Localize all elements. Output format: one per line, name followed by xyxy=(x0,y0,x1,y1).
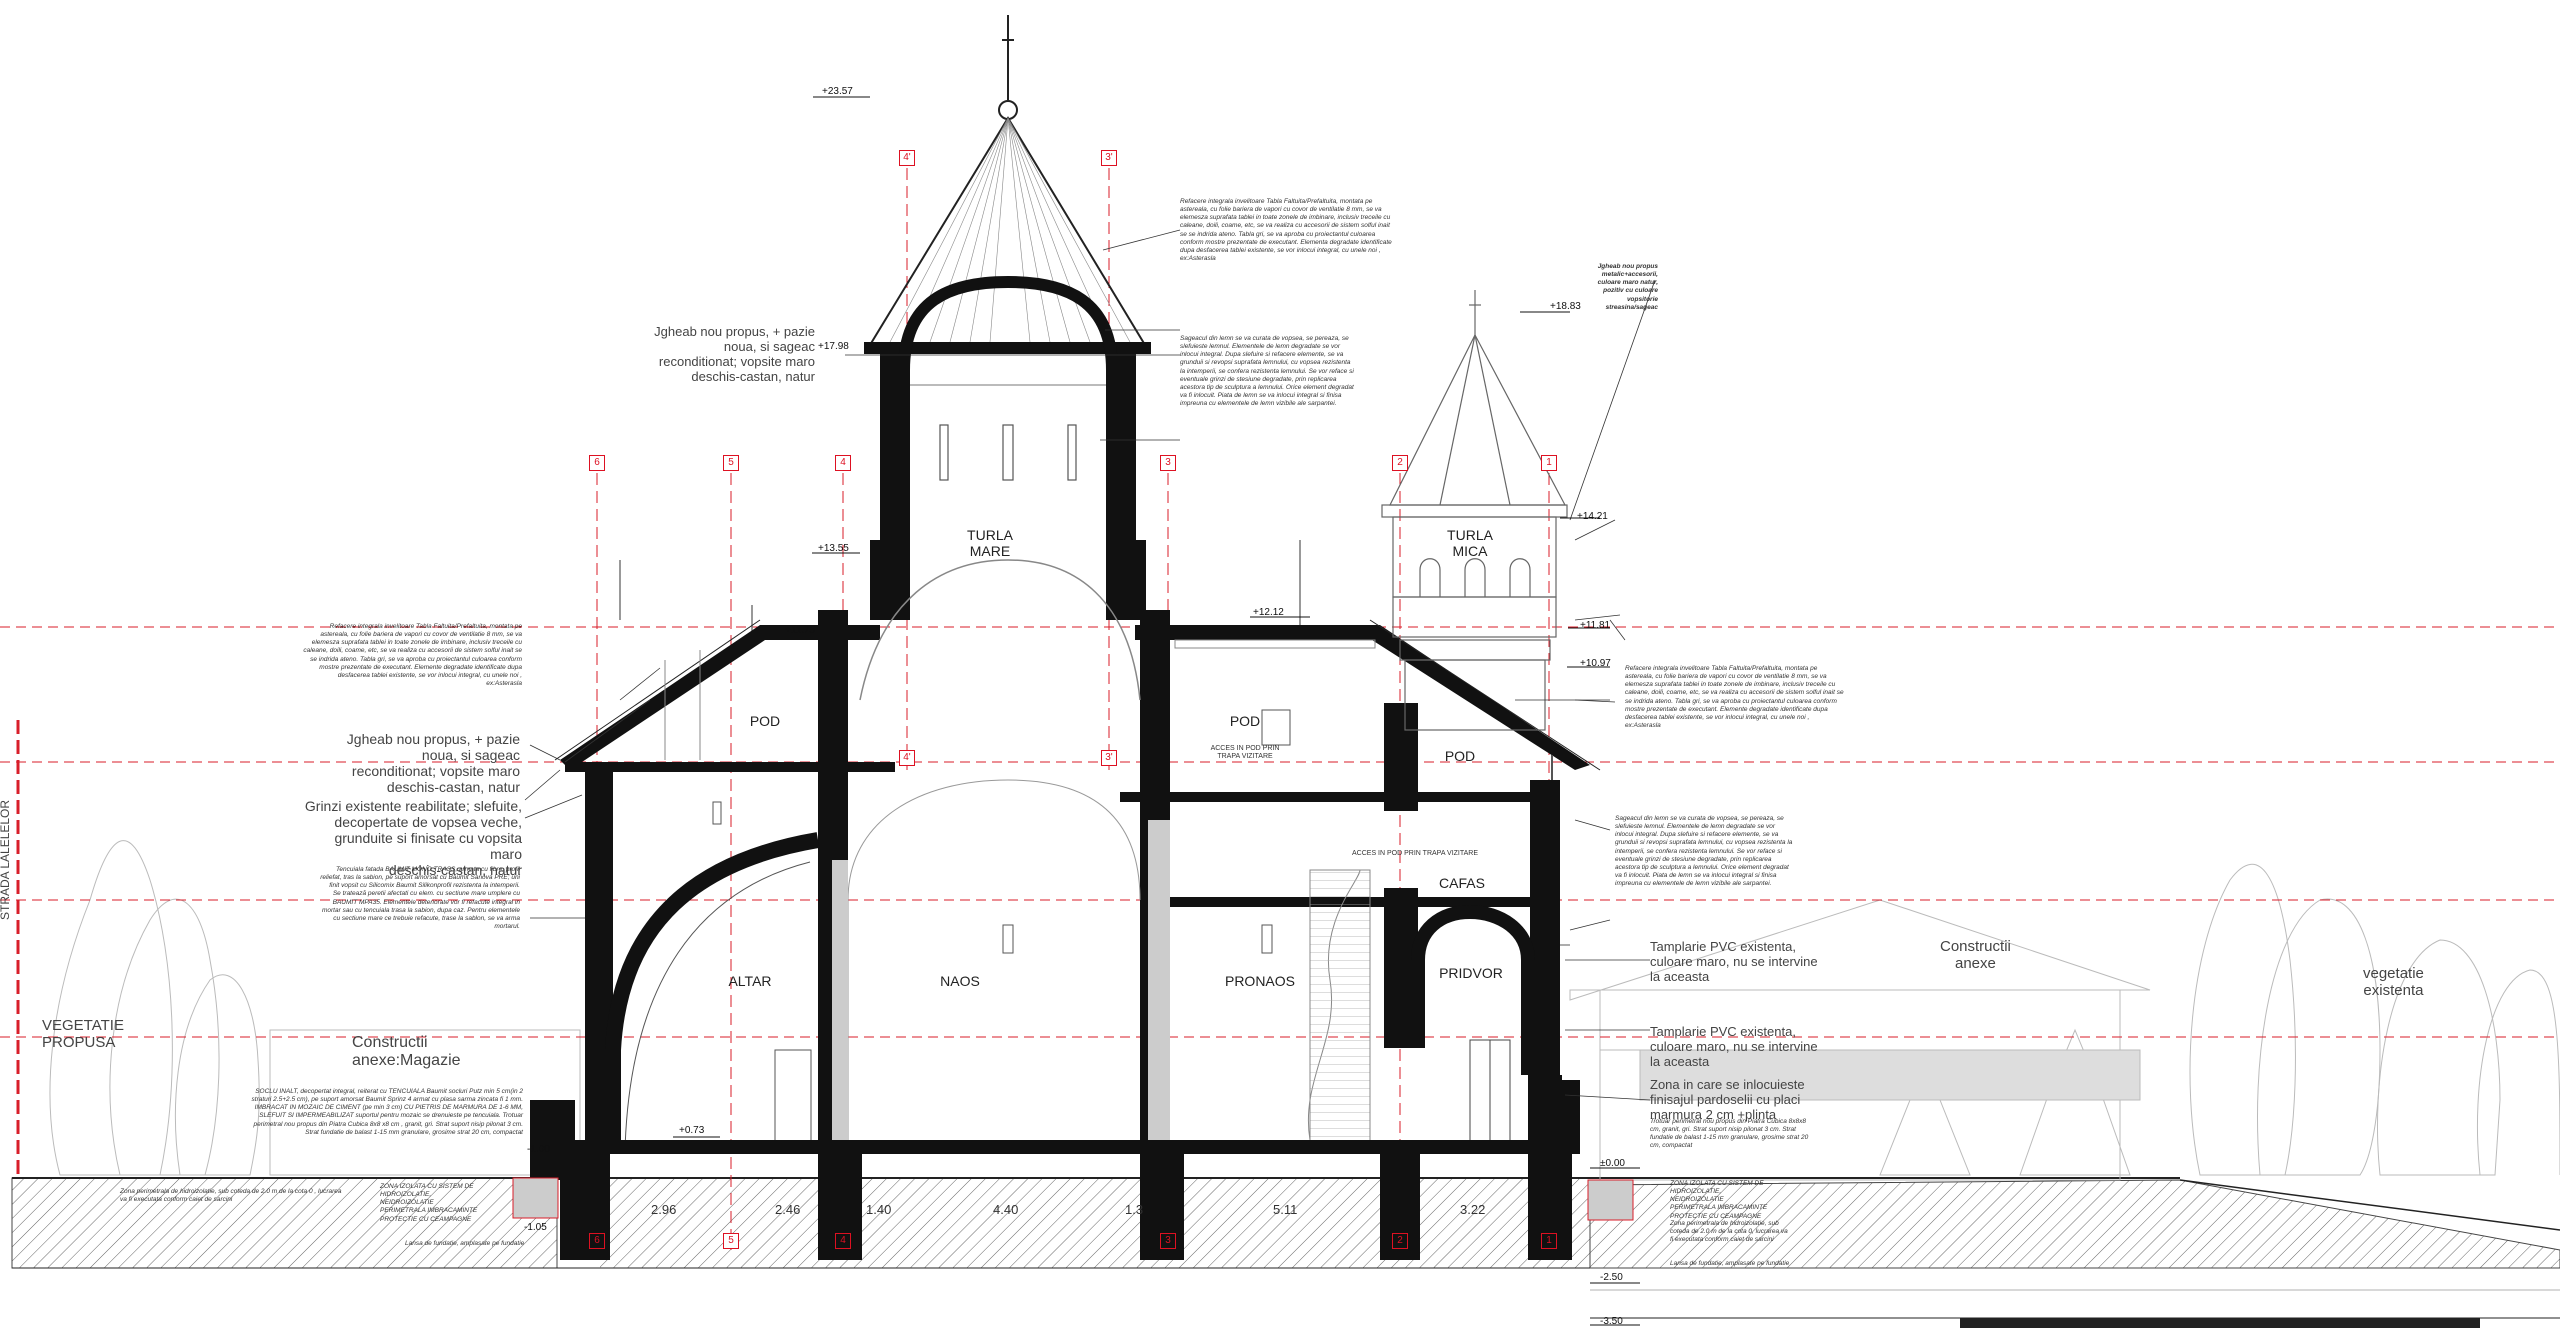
elevation-markers xyxy=(673,96,1640,1326)
dimension-7: 3.22 xyxy=(1460,1202,1486,1217)
tiny-note-sageac-tower: Sageacul din lemn se va curata de vopsea… xyxy=(1180,335,1354,407)
tiny-note-zona-hidro-right-2: Zona perimetrala de hidroizolatie, sub c… xyxy=(1670,1220,1788,1244)
room-pod-left: POD xyxy=(749,713,781,729)
note-jgheab-left: Jgheab nou propus, + pazie noua, si sage… xyxy=(346,731,520,796)
elev-1883: +18.83 xyxy=(1550,301,1581,312)
elev-1097: +10.97 xyxy=(1580,658,1611,669)
tiny-note-roof-tower: Refacere integrala invelitoare Tabla Fal… xyxy=(1180,198,1392,262)
room-pronaos: PRONAOS xyxy=(1224,973,1295,989)
elev-1421: +14.21 xyxy=(1577,511,1608,522)
axis-marker-1-bottom: 1 xyxy=(1541,1233,1557,1249)
tiny-note-soclu: SOCLU INALT, decopertat integral, reiter… xyxy=(251,1088,523,1136)
axis-marker-3p-top: 3' xyxy=(1101,150,1117,166)
axis-marker-6-top: 6 xyxy=(589,455,605,471)
room-pod-mid: POD xyxy=(1229,713,1261,729)
note-constructii-magazie: Constructii anexe:Magazie xyxy=(352,1034,461,1070)
note-tamplarie-2: Tamplarie PVC existenta, culoare maro, n… xyxy=(1650,1024,1818,1069)
elev-000: ±0.00 xyxy=(1600,1158,1625,1169)
axis-marker-4p-top: 4' xyxy=(899,150,915,166)
note-jgheab-top: Jgheab nou propus, + pazie noua, si sage… xyxy=(654,324,815,384)
axis-marker-3p-mid: 3' xyxy=(1101,750,1117,766)
axis-marker-3-top: 3 xyxy=(1160,455,1176,471)
elev-m105: -1.05 xyxy=(524,1222,547,1233)
access-label-pod: ACCES IN POD PRIN TRAPA VIZITARE xyxy=(1210,745,1280,761)
dimension-3: 1.40 xyxy=(866,1202,892,1217)
tiny-note-roof-right: Refacere integrala invelitoare Tabla Fal… xyxy=(1625,665,1844,729)
tiny-note-trotuar-right: Trotuar perimetral nou propus din Piatra… xyxy=(1650,1118,1809,1150)
room-pod-right: POD xyxy=(1444,748,1476,764)
tiny-note-tencuiala: Tencuiala fatada BAUMIT MONO TRASS, arma… xyxy=(320,866,520,930)
ground-hatch xyxy=(11,1177,2560,1328)
axis-marker-3-bottom: 3 xyxy=(1160,1233,1176,1249)
tiny-note-zona-hidro-left: ZONA IZOLATA CU SISTEM DE HIDROIZOLATIE,… xyxy=(380,1183,478,1223)
room-cafas: CAFAS xyxy=(1439,875,1485,891)
room-turla-mare: TURLA MARE xyxy=(967,527,1013,560)
axis-marker-4-top: 4 xyxy=(835,455,851,471)
dimension-2: 2.46 xyxy=(775,1202,801,1217)
elev-2357: +23.57 xyxy=(822,86,853,97)
tiny-note-lansa-right: Lansa de fundatie, amplasate pe fundatie xyxy=(1670,1260,1790,1267)
elev-m350: -3.50 xyxy=(1600,1316,1623,1327)
elev-m250: -2.50 xyxy=(1600,1272,1623,1283)
room-pridvor: PRIDVOR xyxy=(1439,965,1503,981)
note-vegetatie-propusa: VEGETATIE PROPUSA xyxy=(42,1017,124,1052)
dimension-1: 2.96 xyxy=(651,1202,677,1217)
room-altar: ALTAR xyxy=(728,973,772,989)
dimension-4: 4.40 xyxy=(993,1202,1019,1217)
elev-073: +0.73 xyxy=(679,1125,705,1136)
tiny-note-zona-hidro-left-2: Zona perimetrala de hidroizolatie, sub c… xyxy=(120,1188,342,1204)
elev-m100: -1.00 xyxy=(527,1144,550,1155)
axis-marker-4p-mid: 4' xyxy=(899,750,915,766)
axis-marker-2-top: 2 xyxy=(1392,455,1408,471)
street-label: STRADA LALELELOR xyxy=(0,799,12,920)
axis-marker-6-bottom: 6 xyxy=(589,1233,605,1249)
tiny-note-lansa: Lansa de fundatie, amplasate pe fundatie xyxy=(405,1240,525,1247)
elev-1798: +17.98 xyxy=(818,341,849,352)
small-tower xyxy=(1381,290,1568,731)
tiny-note-zona-hidro-right: ZONA IZOLATA CU SISTEM DE HIDROIZOLATIE,… xyxy=(1670,1180,1768,1220)
background-context xyxy=(49,840,2560,1181)
tiny-note-sageac-right: Sageacul din lemn se va curata de vopsea… xyxy=(1615,815,1793,887)
tiny-note-roof-left: Refacere integrala invelitoare Tabla Fal… xyxy=(303,623,522,687)
note-constructii-anexe: Constructii anexe xyxy=(1940,938,2011,973)
access-label-pod-2: ACCES IN POD PRIN TRAPA VIZITARE xyxy=(1352,850,1479,857)
tiny-note-jgheab-small: Jgheab nou propus metalic+accesorii, cul… xyxy=(1597,263,1658,311)
note-zona-pardoseala: Zona in care se inlocuieste finisajul pa… xyxy=(1650,1077,1805,1122)
axis-lines xyxy=(596,150,1550,1250)
axis-marker-4-bottom: 4 xyxy=(835,1233,851,1249)
axis-marker-5-bottom: 5 xyxy=(723,1233,739,1249)
church-section xyxy=(512,15,1634,1260)
elev-1181: +11.81 xyxy=(1580,620,1611,631)
axis-marker-5-top: 5 xyxy=(723,455,739,471)
axis-marker-1-top: 1 xyxy=(1541,455,1557,471)
elev-1212: +12.12 xyxy=(1253,607,1284,618)
room-naos: NAOS xyxy=(940,973,980,989)
axis-marker-2-bottom: 2 xyxy=(1392,1233,1408,1249)
leader-lines xyxy=(524,229,1656,1101)
note-vegetatie-existenta: vegetatie existenta xyxy=(2363,965,2424,1000)
elev-1175: +11.75 xyxy=(785,625,816,636)
dimension-5: 1.3 xyxy=(1125,1202,1144,1217)
dimension-6: 5.11 xyxy=(1273,1202,1298,1217)
room-turla-mica: TURLA MICA xyxy=(1447,527,1493,560)
note-grinzi: Grinzi existente reabilitate; slefuite, … xyxy=(304,798,522,879)
elev-1355: +13.55 xyxy=(818,543,849,554)
note-tamplarie-1: Tamplarie PVC existenta, culoare maro, n… xyxy=(1650,939,1818,984)
